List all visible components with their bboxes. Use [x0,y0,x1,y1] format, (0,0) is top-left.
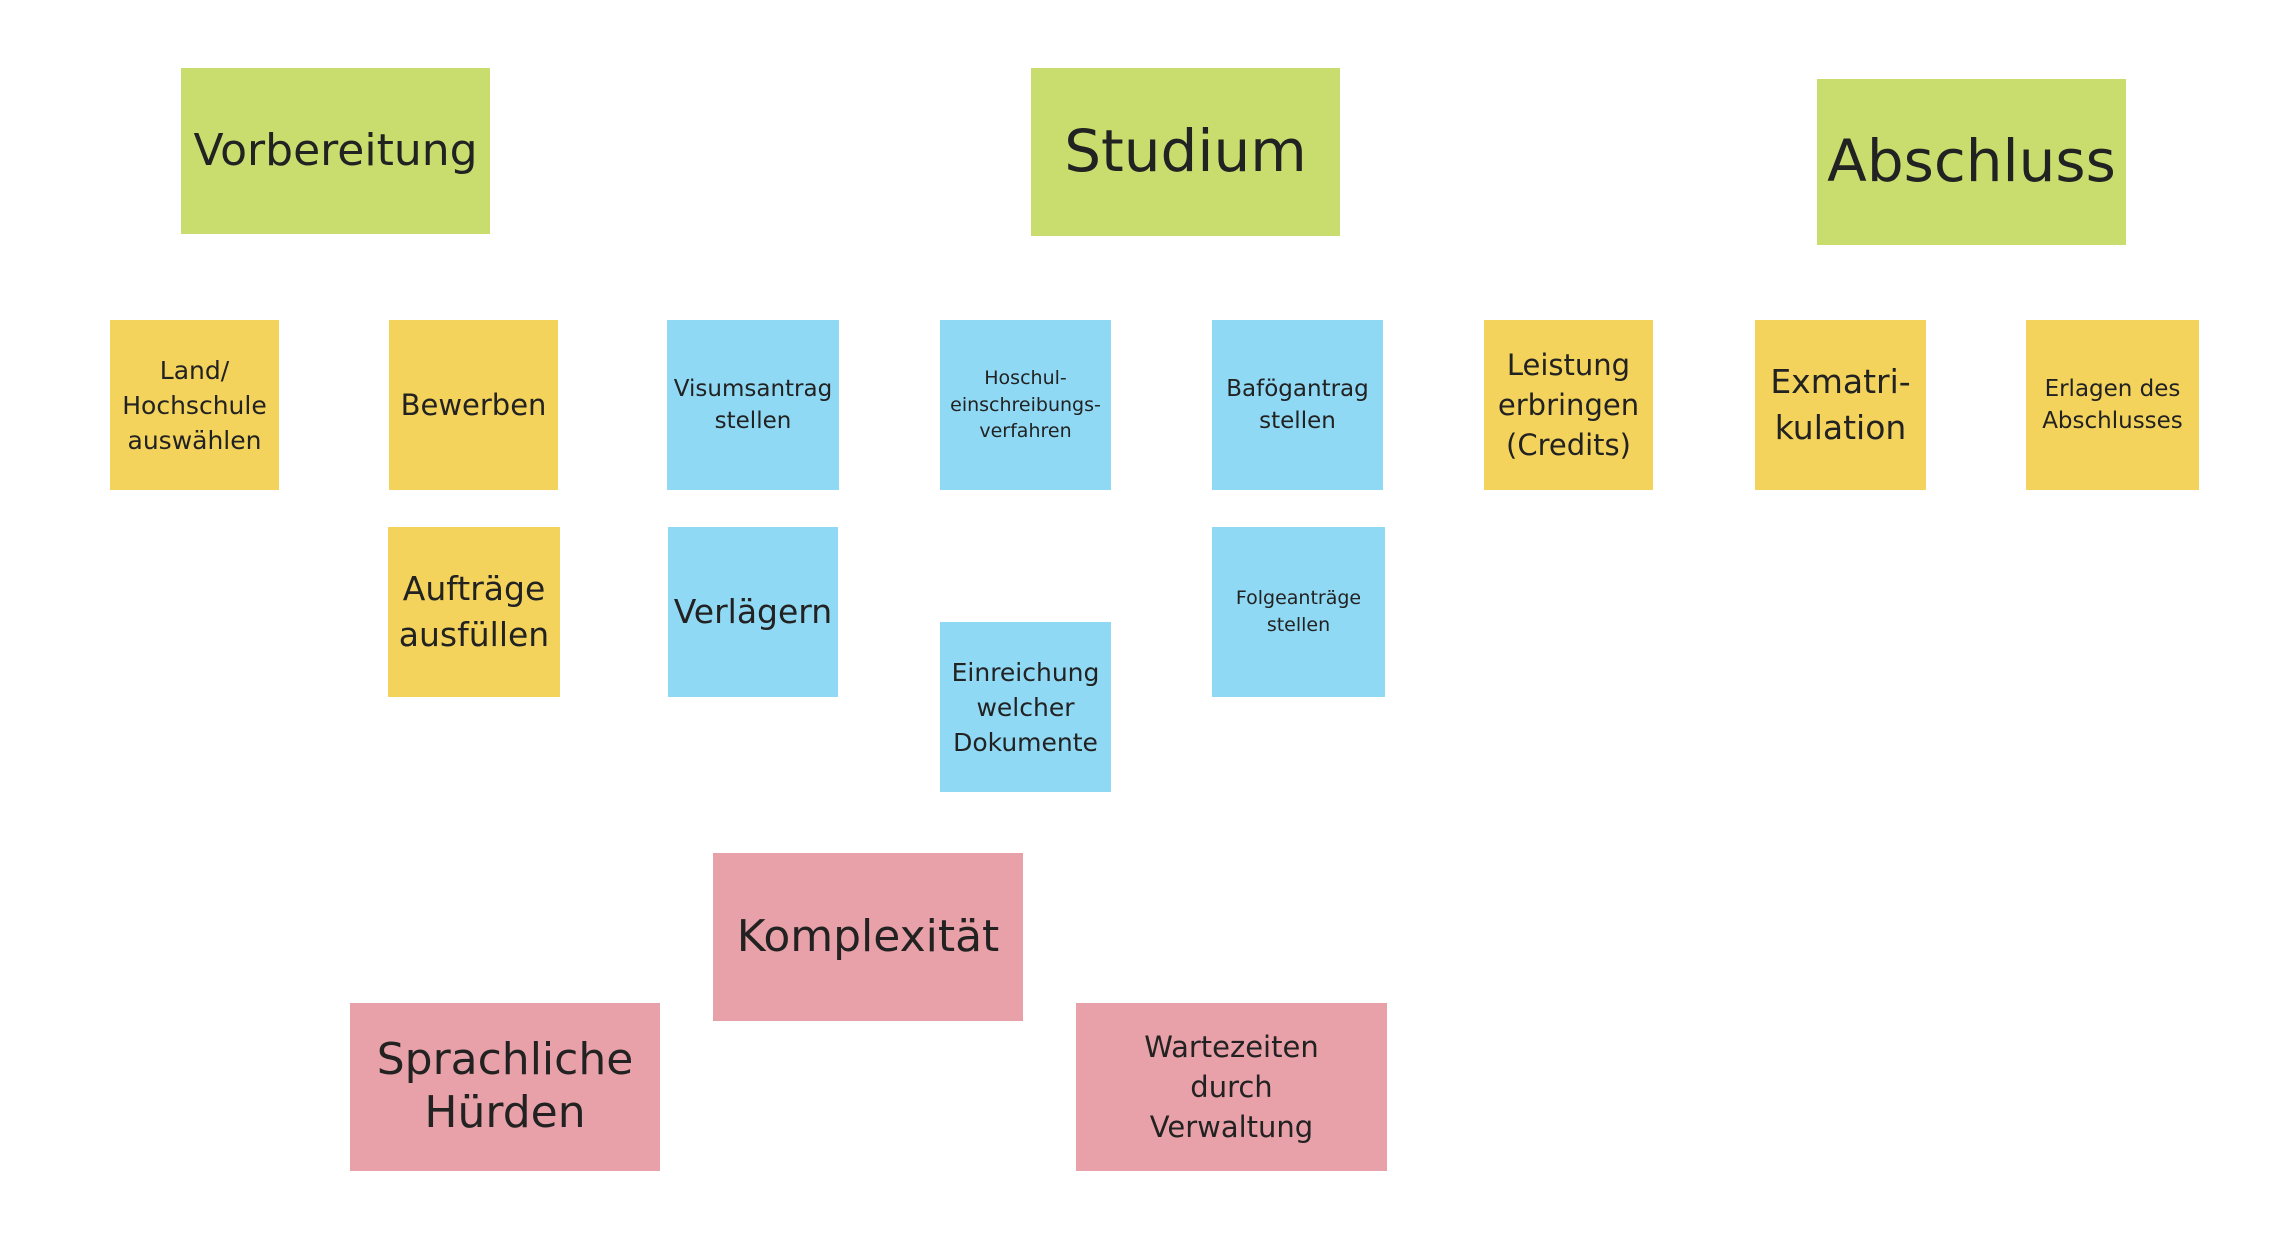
step-einschreibung-note[interactable]: Hoschul- einschreibungs- verfahren [940,320,1111,490]
step-visumsantrag-note[interactable]: Visumsantrag stellen [667,320,839,490]
step-leistung-note[interactable]: Leistung erbringen (Credits) [1484,320,1653,490]
step-bewerben-note[interactable]: Bewerben [389,320,558,490]
phase-vorbereitung-note[interactable]: Vorbereitung [181,68,490,234]
step-folgeantraege-note[interactable]: Folgeanträge stellen [1212,527,1385,697]
step-verlaegern-note[interactable]: Verlägern [668,527,838,697]
step-land-hochschule-note[interactable]: Land/ Hochschule auswählen [110,320,279,490]
problem-komplexitaet-note[interactable]: Komplexität [713,853,1023,1021]
step-auftraege-note[interactable]: Aufträge ausfüllen [388,527,560,697]
step-exmatrikulation-note[interactable]: Exmatri- kulation [1755,320,1926,490]
phase-studium-note[interactable]: Studium [1031,68,1340,236]
step-einreichung-note[interactable]: Einreichung welcher Dokumente [940,622,1111,792]
problem-wartezeiten-note[interactable]: Wartezeiten durch Verwaltung [1076,1003,1387,1171]
step-bafoeg-note[interactable]: Bafögantrag stellen [1212,320,1383,490]
problem-sprachliche-huerden-note[interactable]: Sprachliche Hürden [350,1003,660,1171]
step-erlagen-note[interactable]: Erlagen des Abschlusses [2026,320,2199,490]
phase-abschluss-note[interactable]: Abschluss [1817,79,2126,245]
